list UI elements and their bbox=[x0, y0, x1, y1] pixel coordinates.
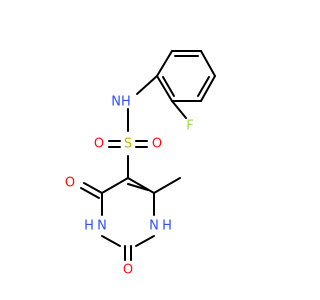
bond bbox=[135, 235, 155, 247]
bond bbox=[171, 100, 187, 119]
atom-o-label: O bbox=[123, 263, 133, 278]
bond bbox=[80, 187, 100, 199]
bond bbox=[83, 182, 103, 194]
atom-s-label: S bbox=[124, 137, 132, 152]
atoms: NH S O O F O O H H N N bbox=[65, 95, 194, 278]
bond bbox=[127, 177, 155, 194]
atom-o-label: O bbox=[152, 137, 162, 152]
atom-n-label: N bbox=[149, 219, 159, 234]
bond bbox=[197, 76, 210, 97]
molecule-structure: NH S O O F O O H H N N bbox=[65, 50, 216, 278]
bond bbox=[156, 50, 173, 77]
bond bbox=[153, 177, 181, 194]
bond bbox=[101, 177, 129, 194]
bond bbox=[127, 183, 149, 191]
atom-o-label: O bbox=[65, 176, 75, 191]
bonds bbox=[80, 50, 216, 261]
atom-nh-label: NH bbox=[111, 95, 131, 110]
bond bbox=[136, 75, 158, 95]
atom-o-label: O bbox=[94, 137, 104, 152]
atom-h-label: H bbox=[84, 219, 94, 234]
atom-f-label: F bbox=[186, 119, 193, 134]
bond bbox=[200, 50, 216, 77]
atom-n-label: N bbox=[97, 219, 107, 234]
bond bbox=[200, 75, 216, 102]
bond bbox=[101, 235, 121, 247]
bond bbox=[156, 75, 173, 102]
atom-h-label: H bbox=[162, 219, 172, 234]
bond bbox=[162, 76, 175, 97]
